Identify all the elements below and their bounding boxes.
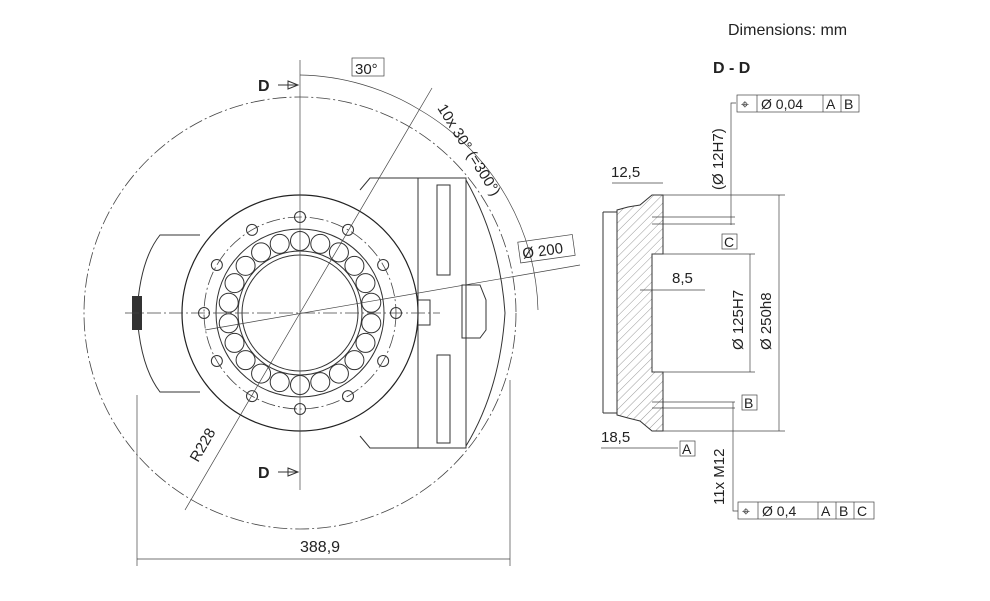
front-view: D D 30° 10x 30° (=300°) Ø 200 R228 388,9: [83, 57, 581, 566]
tolerance-ref: B: [839, 503, 848, 519]
datum-c: C: [724, 234, 734, 250]
bearing-ball: [235, 255, 256, 276]
bolt-hole: [246, 223, 258, 236]
bearing-ball: [224, 273, 245, 294]
position-icon: ⌖: [742, 503, 750, 519]
bearing-ball: [344, 350, 365, 371]
bearing-ball: [310, 233, 331, 254]
tolerance-frame-bottom: ⌖ Ø 0,4 A B C: [737, 501, 875, 520]
bearing-ball: [310, 372, 331, 393]
tolerance-ref: C: [857, 503, 867, 519]
bore-label: Ø 125H7: [730, 290, 747, 350]
bearing-ball: [355, 273, 376, 294]
threads-label: 11x M12: [711, 449, 728, 505]
position-icon: ⌖: [741, 96, 749, 112]
bearing-ball: [355, 332, 376, 353]
bolt-hole: [342, 223, 354, 236]
section-mark-bottom: D: [258, 465, 270, 482]
flange-section: [616, 194, 664, 432]
pin-hole-label: (Ø 12H7): [710, 128, 727, 190]
tolerance-value: Ø 0,4: [762, 503, 796, 519]
width-label: 388,9: [300, 539, 340, 556]
dim-18-5: 18,5: [601, 429, 630, 446]
bearing-ball: [269, 372, 290, 393]
tolerance-ref: A: [826, 96, 836, 112]
bolt-hole: [210, 355, 223, 367]
angle-box: 30°: [355, 61, 378, 78]
bolt-hole: [210, 259, 223, 271]
spigot-label: Ø 250h8: [758, 292, 775, 350]
section-view: Ø 250h8 Ø 125H7 12,5 8,5 18,5 A C B (Ø 1…: [601, 94, 875, 520]
bearing-ball: [328, 242, 349, 263]
arrow-icon: [278, 80, 300, 90]
arrow-icon: [278, 467, 300, 477]
bearing-ball: [251, 363, 272, 384]
tolerance-frame-top: ⌖ Ø 0,04 A B: [736, 94, 860, 113]
datum-a: A: [682, 441, 692, 457]
dim-12-5: 12,5: [611, 164, 640, 181]
bearing-ball: [218, 292, 239, 313]
bolt-hole: [246, 390, 258, 403]
section-mark-top: D: [258, 78, 270, 95]
tolerance-ref: A: [821, 503, 831, 519]
units-label: Dimensions: mm: [728, 22, 847, 39]
bearing-ball: [224, 332, 245, 353]
dim-8-5: 8,5: [672, 270, 693, 287]
bearing-ball: [344, 255, 365, 276]
tolerance-value: Ø 0,04: [761, 96, 803, 112]
angle-arc: [299, 74, 421, 111]
bearing-ball: [218, 313, 239, 334]
bolt-hole: [377, 355, 390, 367]
section-title: D - D: [713, 60, 750, 77]
bolt-hole: [342, 390, 354, 403]
bearing-ball: [235, 350, 256, 371]
bolt-circle-label: Ø 200: [521, 240, 564, 263]
tolerance-ref: B: [844, 96, 853, 112]
bearing-ball: [269, 233, 290, 254]
bearing-ball: [328, 363, 349, 384]
connector: [461, 284, 487, 339]
bolt-hole: [377, 259, 390, 271]
datum-b: B: [744, 395, 753, 411]
bearing-ball: [251, 242, 272, 263]
bearing-ball: [361, 313, 382, 334]
